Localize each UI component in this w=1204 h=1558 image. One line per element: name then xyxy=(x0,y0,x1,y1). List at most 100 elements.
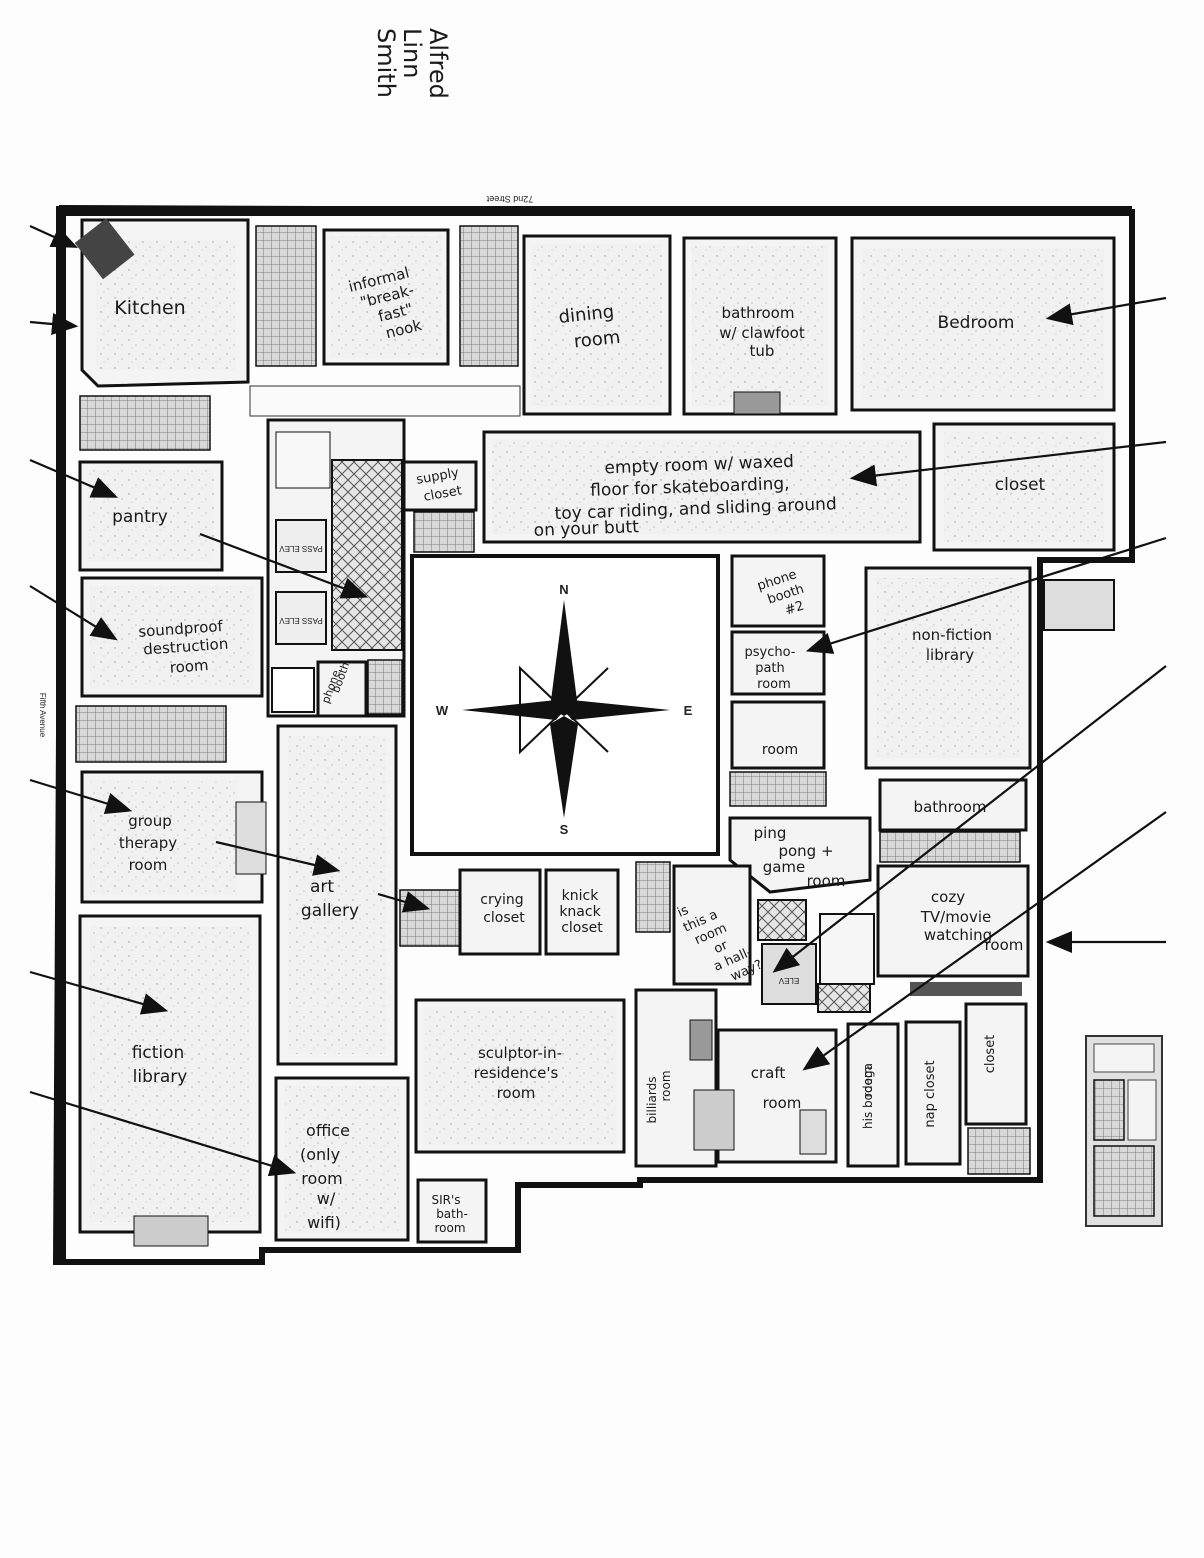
pantry-label: pantry xyxy=(112,507,168,527)
craft-label-1: craft xyxy=(751,1064,786,1082)
compass-w: W xyxy=(436,703,449,718)
cozy-label-2: TV/movie xyxy=(920,908,992,926)
soundproof-label-1: soundproof xyxy=(138,617,224,641)
office-label-1: office xyxy=(306,1121,350,1140)
room-nonfiction: non-fiction library xyxy=(864,566,1032,770)
billiards-label-2: room xyxy=(659,1070,673,1101)
room-dining: dining room xyxy=(522,234,672,416)
elev-label-b: PASS ELEV xyxy=(279,616,323,625)
sculptor-label-2: residence's xyxy=(474,1064,559,1082)
closet-ne-label: closet xyxy=(995,475,1046,495)
room-bedroom: Bedroom xyxy=(850,236,1116,412)
cozy-label-3: watching xyxy=(924,926,992,944)
knick-label-1: knick xyxy=(562,888,600,904)
compass-s: S xyxy=(560,822,569,837)
gallery-label-2: gallery xyxy=(301,901,359,921)
nonfiction-label-1: non-fiction xyxy=(912,626,992,644)
room-phone-booth-2: phone booth #2 xyxy=(730,554,826,628)
knick-label-2: knack xyxy=(559,904,601,920)
fiction-label-2: library xyxy=(133,1067,188,1087)
fireplace-ne xyxy=(1043,579,1115,631)
therapy-label-3: room xyxy=(129,856,168,874)
bath-fixtures-knick xyxy=(635,861,671,933)
author-signature: Alfred Linn Smith xyxy=(372,28,452,99)
inset-floor-thumbnail xyxy=(1085,1035,1163,1227)
room-art-gallery: art gallery xyxy=(276,724,398,1066)
sculptor-label-1: sculptor-in- xyxy=(478,1044,562,1062)
room-sculptor: sculptor-in- residence's room xyxy=(414,998,626,1154)
psycho-label-2: path xyxy=(755,661,785,676)
crying-label-2: closet xyxy=(483,910,525,926)
room-nap-closet: nap closet xyxy=(904,1020,962,1166)
nonfiction-label-2: library xyxy=(926,646,974,664)
sir-label-3: room xyxy=(434,1221,465,1235)
elev-label-c: ELEV xyxy=(778,976,799,985)
soundproof-label-3: room xyxy=(169,656,209,677)
room-crying-closet: crying closet xyxy=(458,868,542,956)
pingpong-label-1: ping xyxy=(754,824,787,842)
room-ping-pong: ping pong + game room xyxy=(728,816,872,894)
crying-label-1: crying xyxy=(480,892,523,908)
author-line-2: Linn xyxy=(398,28,426,78)
sir-label-1: SIR's xyxy=(431,1193,460,1207)
knick-label-3: closet xyxy=(561,920,603,936)
bath-fixtures-se xyxy=(967,1127,1031,1175)
supply-label-2: closet xyxy=(422,483,463,504)
room-office: office (only room w/ wifi) xyxy=(274,1076,410,1242)
office-label-3: room xyxy=(301,1169,342,1188)
bath-fixtures-w xyxy=(79,395,211,451)
bath-fixtures-phone xyxy=(367,659,403,715)
building-outline xyxy=(52,204,1135,1265)
office-label-4: w/ xyxy=(317,1189,336,1208)
room-psychopath: psycho- path room xyxy=(730,630,826,696)
bath-fixtures-core xyxy=(413,511,475,553)
bodega-label-1: his bodega xyxy=(861,1063,875,1129)
cozy-label-4: room xyxy=(985,936,1024,954)
pb2-label-3: #2 xyxy=(783,599,806,619)
cozy-label-1: cozy xyxy=(931,888,965,906)
bathroom-e-label: bathroom xyxy=(914,798,987,816)
clawfoot-label-3: tub xyxy=(750,342,775,360)
bath-fixtures-gallery xyxy=(399,889,461,947)
room-closet-se: closet xyxy=(964,1002,1028,1126)
kitchen-label: Kitchen xyxy=(114,297,185,319)
soundproof-label-2: destruction xyxy=(143,635,229,659)
nap-closet-label: nap closet xyxy=(923,1060,938,1127)
clawfoot-label-1: bathroom xyxy=(722,304,795,322)
room-fiction-library: fiction library xyxy=(78,914,262,1247)
bath-fixtures-e2 xyxy=(879,831,1021,863)
compass-n: N xyxy=(559,582,568,597)
room-phone-booth: phone booth xyxy=(316,660,368,718)
bath-fixtures-e xyxy=(729,771,827,807)
bath-fixtures-n xyxy=(459,225,519,367)
room-pantry: pantry xyxy=(78,460,224,572)
room-informal-nook: informal "break- fast" nook xyxy=(322,228,450,366)
room-supply-closet: supply closet xyxy=(402,460,478,512)
closet-se-label: closet xyxy=(983,1035,998,1074)
therapy-label-2: therapy xyxy=(119,834,177,852)
room-hallway-question: is this a room or a hall- way? xyxy=(672,864,765,986)
service-stair-e: ELEV xyxy=(757,899,875,1013)
room-knick-knack: knick knack closet xyxy=(544,868,620,956)
room-closet-ne: closet xyxy=(932,422,1116,552)
skate-label-4: on your butt xyxy=(533,517,639,541)
author-line-1: Alfred xyxy=(424,28,452,99)
compass-rose: N S E W xyxy=(436,582,693,837)
room-cozy-tv: cozy TV/movie watching room xyxy=(876,864,1030,978)
room-empty-skate: empty room w/ waxed floor for skateboard… xyxy=(482,430,922,544)
room-billiards: billiards room xyxy=(634,988,718,1168)
bodega-label-2: room xyxy=(861,1066,875,1097)
craft-label-2: room xyxy=(763,1094,802,1112)
supply-label-1: supply xyxy=(415,466,460,488)
room-sirs-bathroom: SIR's bath- room xyxy=(416,1178,488,1244)
room-bathroom-clawfoot: bathroom w/ clawfoot tub xyxy=(682,236,838,416)
pingpong-label-4: room xyxy=(807,872,846,890)
north-corridor xyxy=(249,385,521,417)
room-his-bodega: his bodega room xyxy=(846,1022,900,1168)
office-label-2: (only xyxy=(300,1145,340,1164)
bedroom-label: Bedroom xyxy=(938,313,1015,333)
pingpong-label-3: game xyxy=(763,858,806,876)
sir-label-2: bath- xyxy=(436,1207,468,1221)
